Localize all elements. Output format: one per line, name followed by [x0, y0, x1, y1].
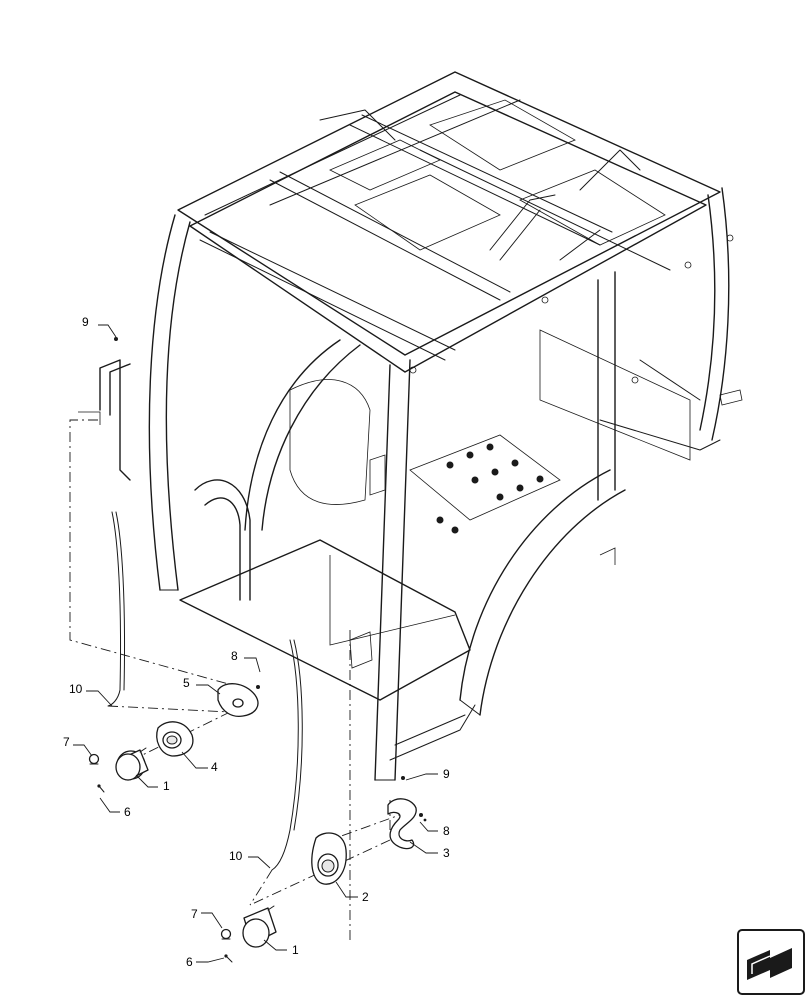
bulb-7a	[88, 753, 100, 765]
callout-10: 10	[69, 682, 83, 696]
pin-6b	[224, 954, 233, 963]
callout-1: 1	[292, 943, 299, 957]
callout-5: 5	[183, 676, 190, 690]
callouts: 9 8 5 10 7 4 1 6 9 8 3 10 2 7 1 6	[63, 315, 450, 969]
bolt-9b	[401, 776, 405, 780]
callout-1: 1	[163, 779, 170, 793]
bulb-7b	[220, 928, 232, 940]
cab-frame	[148, 71, 743, 781]
work-lamp-1b	[242, 905, 277, 948]
callout-3: 3	[443, 846, 450, 860]
callout-2: 2	[362, 890, 369, 904]
lamp-harness-left	[107, 511, 126, 707]
lamp-bracket-3	[387, 798, 427, 850]
callout-8: 8	[443, 824, 450, 838]
handrail	[78, 359, 131, 481]
callout-8: 8	[231, 649, 238, 663]
callout-7: 7	[191, 907, 198, 921]
callout-6: 6	[186, 955, 193, 969]
pin-6a	[97, 784, 105, 793]
callout-7: 7	[63, 735, 70, 749]
leader-lines	[73, 324, 438, 963]
work-lamp-1a	[115, 747, 149, 781]
lamp-housing-2	[311, 832, 347, 885]
callout-4: 4	[211, 760, 218, 774]
lamp-harness-right	[271, 639, 303, 871]
lamp-housing-4	[156, 721, 194, 757]
bolt-9a	[114, 337, 118, 341]
callout-9: 9	[443, 767, 450, 781]
callout-9: 9	[82, 315, 89, 329]
callout-6: 6	[124, 805, 131, 819]
lamp-bracket-5	[217, 683, 260, 718]
arrow-icon[interactable]	[737, 929, 805, 995]
callout-10: 10	[229, 849, 243, 863]
floor-bolts	[436, 443, 544, 534]
